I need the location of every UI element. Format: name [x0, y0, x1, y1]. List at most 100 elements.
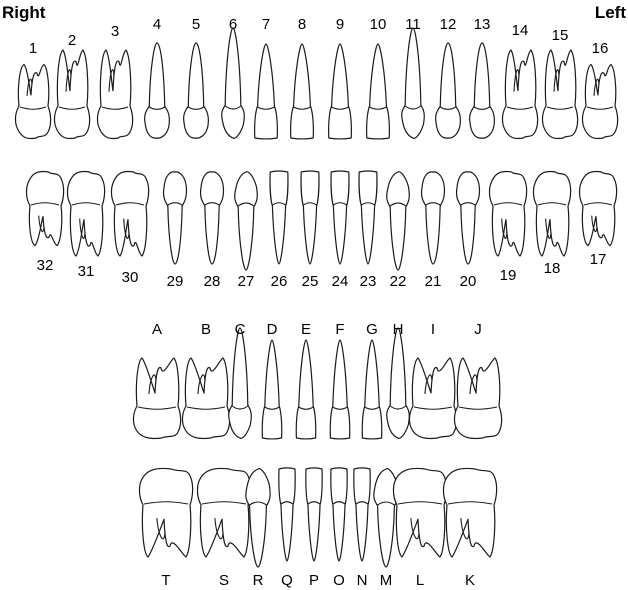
- upper-tooth-number-15: 15: [552, 27, 569, 44]
- upper-permanent-tooth-14: [502, 50, 537, 139]
- lower-primary-letter-R: R: [253, 572, 264, 589]
- lower-primary-tooth-Q: [279, 468, 295, 561]
- upper-primary-letter-C: C: [235, 321, 246, 338]
- lower-permanent-tooth-26: [270, 171, 288, 264]
- upper-primary-tooth-A: [133, 358, 180, 439]
- lower-tooth-number-23: 23: [360, 273, 377, 290]
- teeth-layer: [15, 28, 617, 567]
- lower-primary-letter-S: S: [219, 572, 229, 589]
- upper-permanent-tooth-10: [367, 44, 390, 139]
- upper-permanent-tooth-9: [329, 44, 352, 139]
- lower-primary-letter-O: O: [333, 572, 345, 589]
- upper-primary-tooth-E: [296, 340, 316, 439]
- upper-primary-letter-D: D: [267, 321, 278, 338]
- lower-permanent-tooth-28: [201, 172, 224, 264]
- upper-tooth-number-6: 6: [229, 16, 237, 33]
- lower-tooth-number-18: 18: [544, 260, 561, 277]
- lower-primary-tooth-N: [354, 468, 370, 561]
- upper-primary-letter-J: J: [474, 321, 482, 338]
- upper-permanent-tooth-16: [582, 65, 617, 139]
- upper-tooth-number-3: 3: [111, 23, 119, 40]
- lower-permanent-tooth-22: [387, 172, 410, 270]
- lower-tooth-number-19: 19: [500, 267, 517, 284]
- upper-primary-letter-I: I: [431, 321, 435, 338]
- upper-primary-letter-B: B: [201, 321, 211, 338]
- lower-tooth-number-25: 25: [302, 273, 319, 290]
- upper-primary-tooth-H: [387, 328, 410, 438]
- lower-primary-tooth-S: [197, 468, 250, 557]
- lower-tooth-number-32: 32: [37, 257, 54, 274]
- lower-primary-tooth-L: [393, 468, 446, 557]
- lower-primary-letter-K: K: [465, 572, 475, 589]
- lower-permanent-tooth-29: [164, 172, 187, 264]
- lower-primary-letter-T: T: [161, 572, 170, 589]
- upper-tooth-number-4: 4: [153, 16, 161, 33]
- upper-tooth-number-5: 5: [192, 16, 200, 33]
- upper-primary-letter-A: A: [152, 321, 162, 338]
- lower-permanent-tooth-23: [359, 171, 377, 264]
- upper-primary-letter-H: H: [393, 321, 404, 338]
- upper-permanent-tooth-13: [470, 43, 495, 138]
- lower-permanent-tooth-31: [67, 171, 104, 256]
- lower-tooth-number-28: 28: [204, 273, 221, 290]
- lower-tooth-number-27: 27: [238, 273, 255, 290]
- upper-primary-letter-F: F: [335, 321, 344, 338]
- upper-permanent-tooth-3: [97, 50, 132, 139]
- upper-tooth-number-1: 1: [29, 40, 37, 57]
- lower-tooth-number-24: 24: [332, 273, 349, 290]
- upper-primary-tooth-J: [454, 358, 501, 439]
- lower-permanent-tooth-18: [533, 171, 570, 256]
- upper-tooth-number-2: 2: [68, 32, 76, 49]
- upper-tooth-number-11: 11: [405, 16, 421, 33]
- right-side-label: Right: [2, 3, 46, 22]
- lower-tooth-number-26: 26: [271, 273, 288, 290]
- lower-permanent-tooth-25: [301, 171, 319, 264]
- upper-permanent-tooth-11: [402, 28, 425, 138]
- upper-primary-letter-E: E: [301, 321, 311, 338]
- upper-permanent-tooth-1: [15, 65, 50, 139]
- left-side-label: Left: [595, 3, 627, 22]
- upper-permanent-tooth-12: [436, 43, 461, 138]
- lower-tooth-number-17: 17: [590, 251, 607, 268]
- lower-tooth-number-31: 31: [78, 263, 95, 280]
- upper-tooth-number-12: 12: [440, 16, 457, 33]
- upper-permanent-tooth-5: [184, 43, 209, 138]
- upper-permanent-tooth-7: [255, 44, 278, 139]
- upper-permanent-tooth-6: [222, 28, 245, 138]
- upper-primary-letter-G: G: [366, 321, 378, 338]
- upper-permanent-tooth-2: [54, 50, 89, 139]
- lower-permanent-tooth-17: [579, 171, 616, 245]
- lower-primary-letter-P: P: [309, 572, 319, 589]
- upper-primary-tooth-F: [330, 340, 350, 439]
- lower-permanent-tooth-27: [235, 172, 258, 270]
- lower-permanent-tooth-21: [422, 172, 445, 264]
- lower-permanent-tooth-30: [111, 171, 148, 256]
- lower-permanent-tooth-24: [331, 171, 349, 264]
- lower-primary-letter-L: L: [416, 572, 424, 589]
- lower-primary-tooth-R: [246, 469, 270, 567]
- upper-tooth-number-16: 16: [592, 40, 609, 57]
- lower-primary-tooth-P: [306, 468, 322, 561]
- lower-tooth-number-21: 21: [425, 273, 442, 290]
- lower-tooth-number-20: 20: [460, 273, 477, 290]
- lower-primary-tooth-K: [443, 468, 496, 557]
- upper-tooth-number-9: 9: [336, 16, 344, 33]
- upper-tooth-number-10: 10: [370, 16, 387, 33]
- lower-primary-letter-Q: Q: [281, 572, 293, 589]
- upper-tooth-number-7: 7: [262, 16, 270, 33]
- upper-primary-tooth-D: [262, 340, 282, 439]
- lower-permanent-tooth-32: [26, 171, 63, 245]
- upper-primary-tooth-C: [229, 328, 252, 438]
- lower-permanent-tooth-20: [457, 172, 480, 264]
- upper-tooth-number-13: 13: [474, 16, 491, 33]
- lower-tooth-number-30: 30: [122, 269, 139, 286]
- upper-primary-tooth-G: [362, 340, 382, 439]
- upper-permanent-tooth-15: [542, 50, 577, 139]
- lower-primary-letter-M: M: [380, 572, 393, 589]
- upper-primary-tooth-B: [182, 358, 229, 439]
- upper-tooth-number-14: 14: [512, 22, 529, 39]
- lower-primary-tooth-O: [331, 468, 347, 561]
- upper-primary-tooth-I: [409, 358, 456, 439]
- lower-tooth-number-22: 22: [390, 273, 407, 290]
